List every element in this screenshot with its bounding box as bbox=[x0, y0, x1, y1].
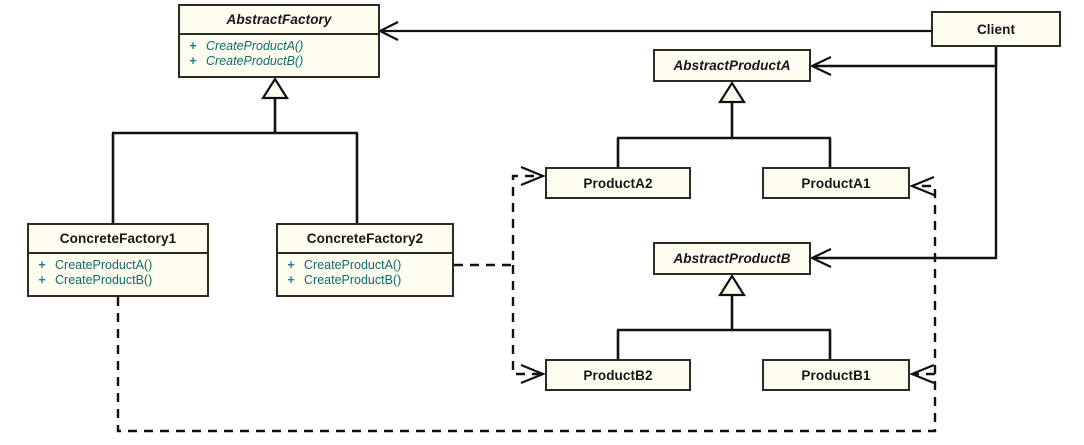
class-box-concrete-factory-1[interactable]: ConcreteFactory1 + CreateProductA() + Cr… bbox=[27, 223, 209, 297]
class-box-client[interactable]: Client bbox=[931, 11, 1061, 47]
class-name-abstract-product-a: AbstractProductA bbox=[673, 58, 791, 73]
member-visibility: + bbox=[38, 258, 46, 272]
class-box-product-a2[interactable]: ProductA2 bbox=[545, 167, 691, 199]
class-member: + CreateProductA() bbox=[278, 258, 452, 273]
class-name-product-a2: ProductA2 bbox=[583, 175, 653, 191]
member-signature: CreateProductB() bbox=[55, 273, 153, 287]
class-name-product-b2: ProductB2 bbox=[583, 367, 653, 383]
edge-concretefactory2-creates-products bbox=[454, 165, 546, 385]
open-arrow-icon bbox=[909, 175, 935, 197]
class-box-abstract-product-b[interactable]: AbstractProductB bbox=[653, 242, 811, 275]
edge-client-uses-abstractproducta bbox=[809, 47, 998, 76]
class-name-product-a1: ProductA1 bbox=[801, 175, 871, 191]
class-member: + CreateProductB() bbox=[180, 54, 378, 69]
class-member: + CreateProductA() bbox=[29, 258, 207, 273]
class-name-abstract-factory: AbstractFactory bbox=[180, 6, 378, 35]
class-member: + CreateProductB() bbox=[278, 273, 452, 288]
class-members-abstract-factory: + CreateProductA() + CreateProductB() bbox=[180, 35, 378, 74]
hollow-triangle-icon bbox=[261, 76, 289, 100]
member-signature: CreateProductB() bbox=[206, 54, 304, 68]
member-visibility: + bbox=[189, 54, 197, 68]
open-arrow-icon bbox=[520, 363, 546, 385]
edge-producta-generalization-tree bbox=[616, 80, 832, 167]
class-box-product-b2[interactable]: ProductB2 bbox=[545, 359, 691, 391]
edge-concretefactory-generalization-tree bbox=[111, 76, 359, 223]
member-signature: CreateProductA() bbox=[304, 258, 402, 272]
member-signature: CreateProductA() bbox=[206, 39, 304, 53]
class-name-concrete-factory-1: ConcreteFactory1 bbox=[29, 225, 207, 254]
member-visibility: + bbox=[287, 258, 295, 272]
class-box-concrete-factory-2[interactable]: ConcreteFactory2 + CreateProductA() + Cr… bbox=[276, 223, 454, 297]
member-signature: CreateProductA() bbox=[55, 258, 153, 272]
class-box-product-a1[interactable]: ProductA1 bbox=[762, 167, 910, 199]
open-arrow-icon bbox=[520, 165, 546, 187]
class-name-product-b1: ProductB1 bbox=[801, 367, 871, 383]
member-visibility: + bbox=[287, 273, 295, 287]
edge-client-uses-abstractproductb bbox=[809, 47, 998, 268]
edge-concretefactory1-creates-products bbox=[116, 175, 937, 433]
member-visibility: + bbox=[38, 273, 46, 287]
class-members-concrete-factory-2: + CreateProductA() + CreateProductB() bbox=[278, 254, 452, 293]
class-name-concrete-factory-2: ConcreteFactory2 bbox=[278, 225, 452, 254]
class-member: + CreateProductB() bbox=[29, 273, 207, 288]
edge-client-uses-abstractfactory bbox=[377, 21, 931, 41]
class-name-abstract-product-b: AbstractProductB bbox=[673, 251, 791, 266]
edge-productb-generalization-tree bbox=[616, 273, 832, 359]
hollow-triangle-icon bbox=[718, 273, 746, 297]
class-members-concrete-factory-1: + CreateProductA() + CreateProductB() bbox=[29, 254, 207, 293]
open-arrow-icon bbox=[909, 363, 935, 385]
class-box-abstract-factory[interactable]: AbstractFactory + CreateProductA() + Cre… bbox=[178, 4, 380, 78]
member-visibility: + bbox=[189, 39, 197, 53]
class-member: + CreateProductA() bbox=[180, 39, 378, 54]
class-box-product-b1[interactable]: ProductB1 bbox=[762, 359, 910, 391]
class-name-client: Client bbox=[976, 21, 1016, 37]
member-signature: CreateProductB() bbox=[304, 273, 402, 287]
hollow-triangle-icon bbox=[718, 80, 746, 104]
class-box-abstract-product-a[interactable]: AbstractProductA bbox=[653, 49, 811, 82]
